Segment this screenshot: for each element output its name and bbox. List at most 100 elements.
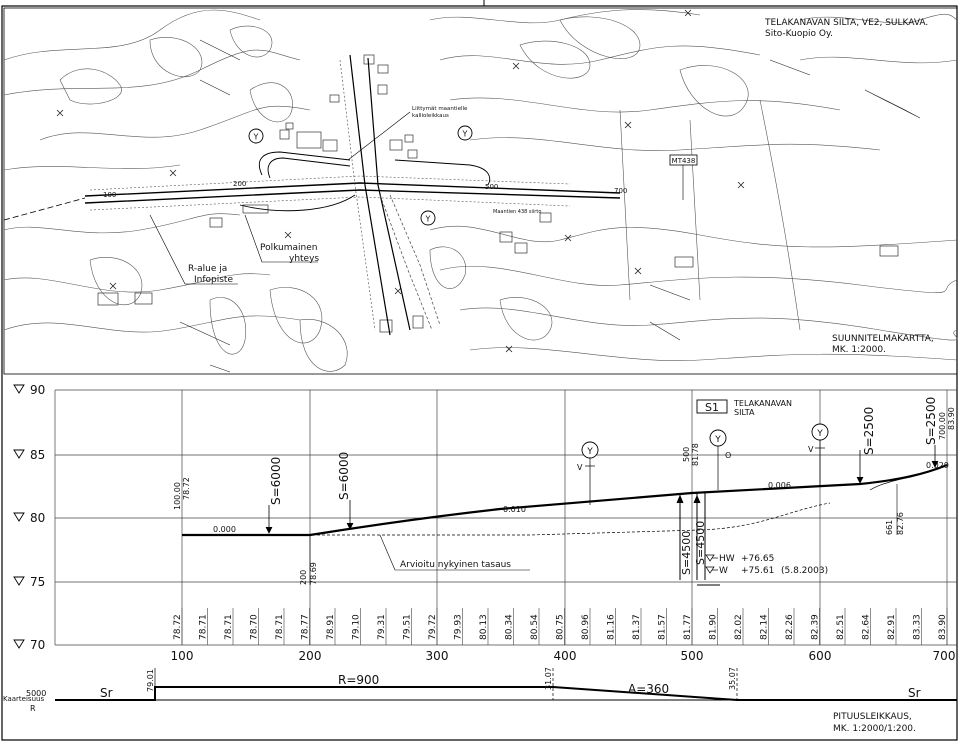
footer-line1: PITUUSLEIKKAUS, [833,712,912,722]
elevation-value: 80.54 [530,614,540,640]
profile-y-3-sub: V [808,445,814,454]
elev-label-75: 75 [30,575,45,589]
w-label: W [719,566,728,576]
station-label-300: 300 [426,649,449,663]
v700-a: 700.00 [938,412,947,440]
elevation-value: 82.39 [811,614,821,640]
elevation-value: 82.91 [887,614,897,640]
r-row-label: R [30,704,36,713]
elevation-value: 79.51 [403,614,413,640]
sr-right: Sr [908,686,921,700]
elevation-value: 81.77 [683,614,693,640]
map-y-1: Y [253,133,259,142]
crossing-road [239,54,491,336]
map-station-100: 100 [103,191,116,199]
profile-section: 90 85 80 75 70 [3,383,957,734]
elevation-value: 82.26 [785,614,795,640]
map-frame [3,7,958,375]
a360-label: A=360 [628,682,669,696]
elev-label-85: 85 [30,448,45,462]
existing-profile [182,502,831,536]
v700-b: 83.90 [947,407,956,430]
map-station-700: 700 [614,187,627,195]
elev-label-80: 80 [30,511,45,525]
map-subtitle-line2: MK. 1:2000. [832,345,886,355]
station-label-500: 500 [681,649,704,663]
elevation-value: 80.34 [505,614,515,640]
s1-badge-box [696,399,728,414]
elevation-value: 81.16 [607,614,617,640]
water-levels: HW +76.65 W +75.61 (5.8.2003) [705,554,828,576]
v100-a: 100.00 [173,482,182,510]
station-label-700: 700 [933,649,956,663]
station-label-400: 400 [554,649,577,663]
slope-label-3: 0.029 [926,461,949,470]
terrain-contours [3,9,958,372]
elevation-grid [54,389,957,646]
v500-b: 81.78 [691,443,700,466]
v200-b: 78.69 [309,562,318,585]
s6000-label-b: S=6000 [337,452,351,500]
elevation-value: 79.31 [377,614,387,640]
footer-line2: MK. 1:2000/1:200. [833,724,916,734]
design-profile [182,463,948,537]
existing-grade-label: Arvioitu nykyinen tasaus [400,560,511,570]
main-road [3,175,621,221]
elev-label-90: 90 [30,383,45,397]
slope-label-2: 0.006 [768,481,791,490]
s1-title-2: SILTA [734,408,755,417]
elevation-value: 78.77 [301,614,311,640]
elevation-value: 79.10 [352,614,362,640]
buildings [97,54,899,333]
hw-value: +76.65 [741,554,774,564]
elevation-value: 78.72 [173,614,183,640]
elevation-value: 78.71 [275,614,285,640]
map-station-500: 500 [485,183,498,191]
elevation-value: 82.02 [734,614,744,640]
station-labels: 100 200 300 400 500 600 700 [171,649,956,663]
elevation-value: 78.70 [250,614,260,640]
s1-title-1: TELAKANAVAN [733,399,792,408]
elevation-value: 80.96 [581,614,591,640]
v661-a: 661 [885,520,894,535]
elevation-value: 78.71 [224,614,234,640]
station-verticals [181,390,948,645]
w-value: +75.61 [741,566,774,576]
left-value: 5000 [26,689,46,698]
profile-y-3: Y [816,429,823,439]
station-label-200: 200 [299,649,322,663]
map-stations: 100 200 500 700 [103,180,627,199]
ralue-label-2: Infopiste [194,275,233,285]
map-y-2: Y [462,130,468,139]
v3507: 35.07 [728,667,737,690]
s4500-label-a: S=4500 [680,531,693,575]
s2500-label-b: S=2500 [924,397,938,445]
profile-y-1: Y [586,447,593,457]
s1-badge: S1 [705,401,719,414]
ralue-label-1: R-alue ja [188,264,227,274]
bridge-structure [676,492,720,586]
kaarteisuus-label: Kaarteisuus [3,695,44,703]
plan-map: Y Y Y 100 200 500 700 Liittymät maantiel… [3,7,958,375]
map-title-line2: Sito-Kuopio Oy. [765,29,833,39]
map-subtitle-line1: SUUNNITELMAKARTTA, [832,334,934,344]
elevation-value: 81.90 [709,614,719,640]
mt438-label: MT438 [672,157,696,165]
sr-left: Sr [100,686,113,700]
maantie-label: Maantien 438 siirto [493,209,541,215]
v500-a: 500 [682,447,691,462]
station-label-600: 600 [809,649,832,663]
elevation-value: 82.51 [836,614,846,640]
w-date: (5.8.2003) [781,566,828,576]
elevation-value: 78.91 [326,614,336,640]
profile-y-1-sub: V [577,463,583,472]
s6000-label-a: S=6000 [269,457,283,505]
elevation-value: 83.33 [913,614,923,640]
elevation-value: 79.93 [454,614,464,640]
v100-b: 78.72 [182,477,191,500]
slope-label-1: 0.010 [503,505,526,514]
hw-label: HW [719,554,735,564]
map-y-3: Y [425,215,431,224]
